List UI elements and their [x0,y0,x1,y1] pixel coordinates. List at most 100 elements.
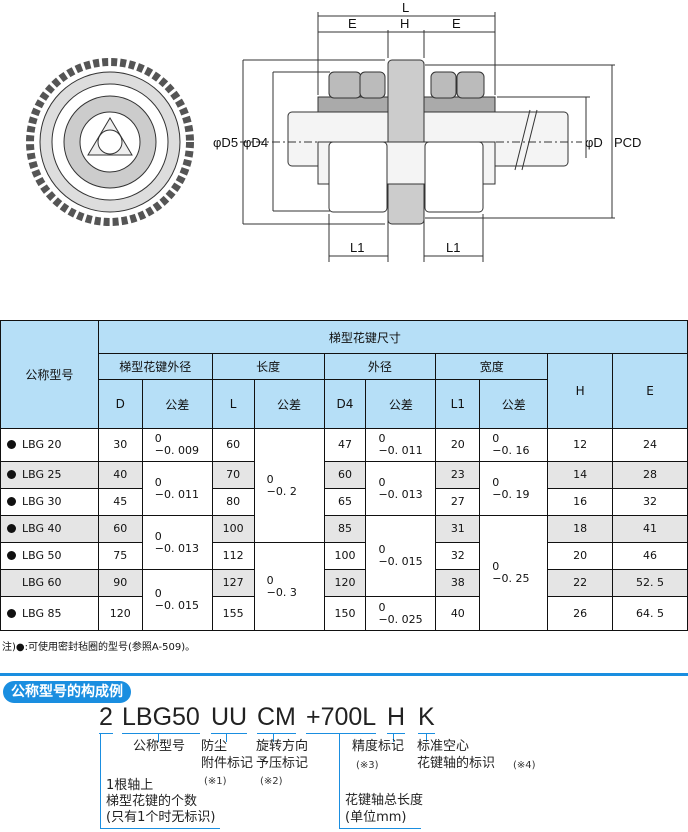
tolerance-value: −0. 25 [492,572,530,585]
label-precision-ref: (※3) [356,760,379,771]
dim-E-left: E [348,16,357,31]
model-cell: LBG 40 [0,515,99,543]
header-tol: 公差 [479,379,549,429]
label-count-1: 1根轴上 [106,778,154,793]
gear-end-view [26,58,194,226]
cell-H: 20 [547,542,614,570]
cell-L: 127 [211,569,255,597]
tolerance-value: 0 [154,432,162,445]
cell-L1: 32 [435,542,481,570]
tolerance-d: 0−0. 013 [141,515,213,570]
cell-E: 52. 5 [612,569,688,597]
tolerance-l1: 0−0. 16 [479,428,549,462]
cell-D4: 47 [323,428,367,462]
model-name: LBG 30 [22,495,62,508]
header-H: H [547,353,614,429]
cell-L: 155 [211,596,255,631]
tolerance-value: −0. 011 [378,444,423,457]
tolerance-value: −0. 015 [378,555,423,568]
dim-D4: φD4 [243,135,268,150]
cell-D4: 60 [323,461,367,489]
seal-available-icon [7,440,16,449]
tolerance-l: 0−0. 3 [253,542,325,631]
tolerance-value: 0 [492,432,500,445]
model-cell: LBG 20 [0,428,99,462]
cell-D: 120 [97,596,143,631]
tolerance-d4: 0−0. 015 [365,515,437,597]
tolerance-value: −0. 013 [154,541,199,555]
tolerance-value: −0. 011 [154,487,199,501]
tolerance-l: 0−0. 2 [253,428,325,543]
label-precision: 精度标记 [352,739,405,754]
dim-L1-right: L1 [446,240,460,255]
seal-available-icon [7,497,16,506]
cell-E: 24 [612,428,688,462]
tolerance-value: −0. 19 [492,487,530,501]
tolerance-value: 0 [154,529,162,543]
label-length-1: 花键轴总长度 [345,793,424,808]
dim-H: H [400,16,409,31]
cell-H: 18 [547,515,614,543]
cell-D: 60 [97,515,143,543]
tolerance-value: −0. 16 [492,444,530,457]
label-rotation-ref: (※2) [260,776,283,787]
label-dust-ref: (※1) [204,776,227,787]
code-length: +700L [306,702,377,734]
tolerance-d4: 0−0. 025 [365,596,437,631]
cell-H: 12 [547,428,614,462]
code-dust: UU [211,702,248,734]
cell-E: 32 [612,488,688,516]
tolerance-value: −0. 3 [266,585,297,599]
label-hollow-1: 标准空心 [417,739,470,754]
tolerance-d4: 0−0. 013 [365,461,437,516]
model-name: LBG 40 [22,522,62,535]
cell-L1: 27 [435,488,481,516]
header-E: E [612,353,688,429]
label-dust-1: 防尘 [201,739,228,754]
cell-D: 45 [97,488,143,516]
seal-available-icon [7,608,16,618]
model-name: LBG 85 [22,606,62,620]
code-precision: H [387,702,406,734]
cell-L: 70 [211,461,255,489]
section-divider [0,673,688,676]
cell-D: 75 [97,542,143,570]
label-model: 公称型号 [133,739,186,754]
tolerance-value: 0 [378,543,386,556]
cell-D4: 65 [323,488,367,516]
model-name: LBG 60 [22,576,62,589]
header-model: 公称型号 [0,320,99,429]
cell-E: 64. 5 [612,596,688,631]
tolerance-l1: 0−0. 19 [479,461,549,516]
tolerance-d: 0−0. 015 [141,569,213,631]
header-group: 梯型花键尺寸 [97,320,688,354]
cell-E: 41 [612,515,688,543]
tolerance-value: −0. 013 [378,487,423,501]
header-width: 宽度 [435,353,549,380]
model-cell: LBG 60 [0,569,99,597]
cell-L1: 23 [435,461,481,489]
label-hollow-ref: (※4) [513,760,536,771]
section-title: 公称型号的构成例 [3,681,131,703]
header-length: 长度 [211,353,325,380]
tolerance-d: 0−0. 011 [141,461,213,516]
dim-D5: φD5 [213,135,238,150]
cell-H: 26 [547,596,614,631]
seal-available-icon [7,524,16,533]
header-od: 外径 [323,353,437,380]
dim-L1-left: L1 [350,240,364,255]
tolerance-value: 0 [378,600,386,614]
cell-D4: 100 [323,542,367,570]
label-rotation-1: 旋转方向 [256,739,309,754]
code-count: 2 [99,702,113,734]
cell-E: 28 [612,461,688,489]
tolerance-value: 0 [492,475,500,489]
cell-D: 90 [97,569,143,597]
cell-L: 80 [211,488,255,516]
cell-H: 16 [547,488,614,516]
model-cell: LBG 30 [0,488,99,516]
